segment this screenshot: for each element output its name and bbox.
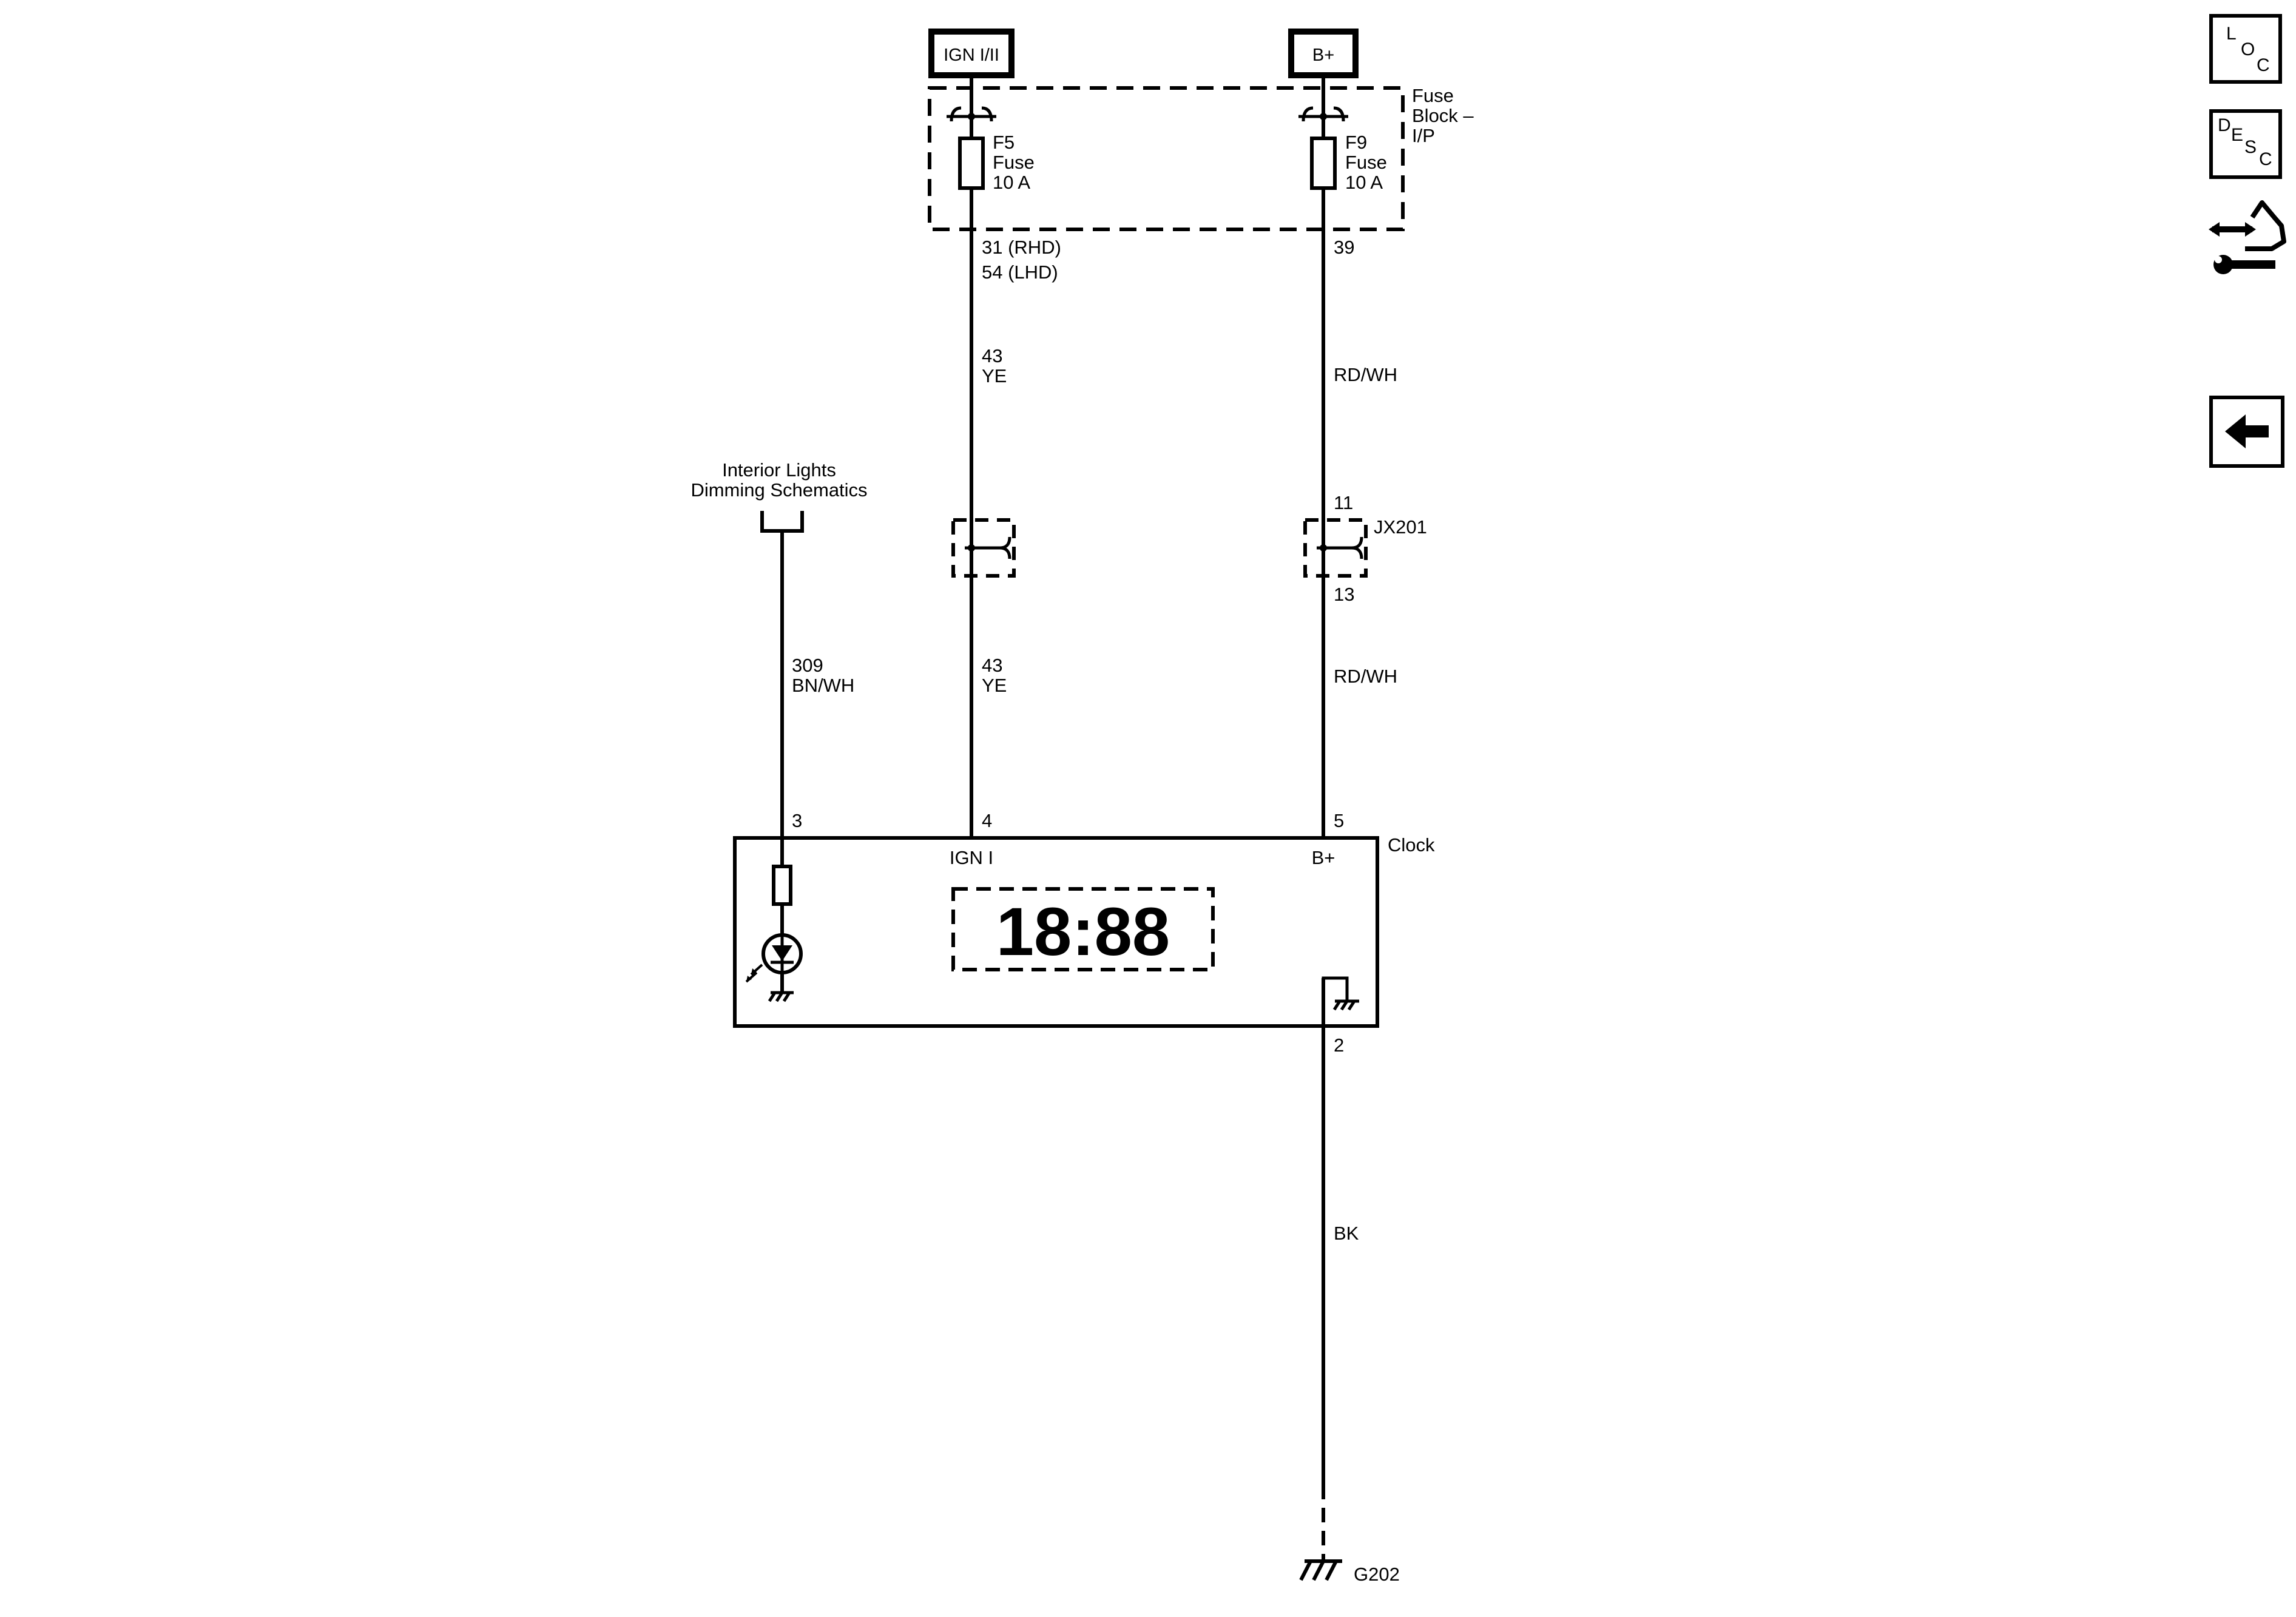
connector-repair-button[interactable]: [2209, 199, 2288, 281]
clock-pin-2: 2: [1334, 1035, 1344, 1056]
desc-letter-e: E: [2231, 125, 2244, 145]
desc-letter-s: S: [2244, 137, 2257, 157]
fuse-terminal-39: 39: [1334, 237, 1354, 258]
ign-source-label: IGN I/II: [944, 46, 999, 65]
ign-power-source: IGN I/II: [928, 29, 1015, 78]
dimming-resistor: [772, 838, 792, 934]
connector-pin-13: 13: [1334, 584, 1354, 605]
back-button[interactable]: [2209, 396, 2284, 468]
fuse-f5-rating: 10 A: [993, 172, 1030, 193]
ign-wire-upper-number: 43: [982, 345, 1002, 366]
desc-letter-c: C: [2259, 149, 2272, 169]
clock-bplus-label: B+: [1312, 847, 1335, 868]
clock-name: Clock: [1388, 834, 1435, 856]
clock-ign-label: IGN I: [950, 847, 993, 868]
bplus-power-source: B+: [1288, 29, 1359, 78]
fuse-f9: F9 Fuse 10 A: [1298, 106, 1387, 193]
lamp-icon: [745, 933, 803, 993]
fuse-f5-type: Fuse: [993, 152, 1035, 173]
fuse-block: Fuse Block – I/P: [928, 85, 1474, 231]
connector-jx201-bplus: [1303, 518, 1368, 578]
ign-wire-lower-number: 43: [982, 655, 1002, 676]
reference-line-2: Dimming Schematics: [690, 479, 867, 501]
ground-g202-icon: [1299, 1559, 1342, 1581]
desc-button[interactable]: D E S C: [2209, 109, 2282, 179]
reference-line-1: Interior Lights: [722, 459, 836, 481]
loc-letter-c: C: [2257, 55, 2270, 75]
ign-wire-lower-color: YE: [982, 675, 1007, 696]
ign-wire-upper-color: YE: [982, 365, 1007, 387]
clock-pin-5: 5: [1334, 810, 1344, 831]
fuse-block-label-3: I/P: [1412, 125, 1435, 146]
fuse-terminal-rhd: 31 (RHD): [982, 237, 1061, 258]
clock-display-readout: 18:88: [996, 894, 1170, 970]
clock-display: 18:88: [951, 887, 1215, 971]
loc-button[interactable]: L O C: [2209, 14, 2282, 84]
ground-wire-color: BK: [1334, 1223, 1359, 1244]
clock-pin-3: 3: [792, 810, 802, 831]
dimming-reference: Interior Lights Dimming Schematics: [690, 459, 868, 533]
clock-ground-icon: [1322, 976, 1359, 1026]
fuse-f9-name: F9: [1345, 132, 1367, 153]
desc-letter-d: D: [2218, 115, 2231, 135]
clock-pin-4: 4: [982, 810, 992, 831]
fuse-f5: F5 Fuse 10 A: [947, 106, 1035, 193]
wires: [780, 75, 1325, 1561]
loc-letter-o: O: [2241, 39, 2255, 59]
fuse-block-label-1: Fuse: [1412, 85, 1454, 106]
fuse-block-label-2: Block –: [1412, 105, 1474, 126]
lamp-ground-icon: [768, 991, 794, 1002]
connector-name: JX201: [1374, 516, 1427, 538]
clock-component: Clock 3 4 5 2 IGN I B+: [733, 810, 1435, 1056]
dimming-wire-color: BN/WH: [792, 675, 854, 696]
connector-repair-icon: [2209, 200, 2286, 274]
fuse-f9-rating: 10 A: [1345, 172, 1383, 193]
connector-pin-11: 11: [1334, 492, 1353, 513]
dimming-wire-number: 309: [792, 655, 823, 676]
ground-name: G202: [1354, 1564, 1400, 1585]
back-arrow-icon: [2225, 414, 2269, 448]
fuse-terminal-lhd: 54 (LHD): [982, 262, 1058, 283]
loc-letter-l: L: [2226, 24, 2237, 44]
fuse-f9-type: Fuse: [1345, 152, 1387, 173]
connector-jx201-ign: [951, 518, 1016, 578]
bplus-source-label: B+: [1312, 46, 1334, 65]
bplus-wire-upper-color: RD/WH: [1334, 364, 1397, 385]
bplus-wire-lower-color: RD/WH: [1334, 666, 1397, 687]
fuse-f5-name: F5: [993, 132, 1015, 153]
